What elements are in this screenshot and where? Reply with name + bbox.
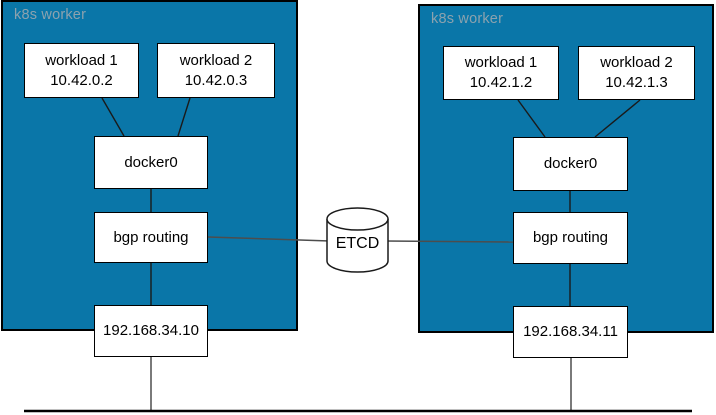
bridge-label: docker0 [543, 155, 598, 172]
host-ip-label: 192.168.34.11 [523, 323, 618, 340]
etcd-cylinder [326, 207, 389, 273]
workload-name: workload 1 [45, 51, 118, 69]
worker-label-right: k8s worker [431, 11, 504, 27]
edge-left-workload2-docker0 [177, 97, 191, 137]
workload-ip: 10.42.1.3 [605, 74, 668, 91]
etcd-label: ETCD [335, 235, 380, 252]
workload-ip: 10.42.0.2 [50, 71, 113, 89]
edge-left-bgp-etcd [207, 236, 331, 242]
node-right-workload1: workload 1 10.42.1.2 [443, 46, 559, 100]
host-ip-label: 192.168.34.10 [103, 322, 199, 339]
workload-ip: 10.42.0.3 [184, 71, 248, 89]
node-right-host-ip: 192.168.34.11 [513, 306, 628, 358]
node-right-workload2: workload 2 10.42.1.3 [578, 46, 695, 100]
node-left-workload1: workload 1 10.42.0.2 [24, 43, 139, 98]
workload-name: workload 2 [600, 54, 673, 71]
node-left-bgp-routing: bgp routing [94, 212, 208, 263]
etcd-cylinder-top [326, 207, 389, 231]
node-left-host-ip: 192.168.34.10 [94, 305, 208, 357]
edge-left-workload1-docker0 [101, 97, 125, 137]
workload-ip: 10.42.1.2 [469, 74, 533, 91]
bridge-label: docker0 [124, 153, 178, 171]
node-left-docker0: docker0 [94, 136, 208, 189]
routing-label: bgp routing [113, 228, 189, 246]
node-right-bgp-routing: bgp routing [513, 212, 628, 264]
worker-label-left: k8s worker [14, 7, 87, 23]
edge-right-workload2-docker0 [594, 99, 641, 138]
edge-right-workload1-docker0 [517, 99, 546, 138]
edge-etcd-right-bgp [384, 240, 514, 243]
workload-name: workload 1 [464, 54, 538, 71]
etcd-cylinder-body [326, 219, 389, 273]
routing-label: bgp routing [532, 229, 609, 246]
workload-name: workload 2 [179, 51, 253, 69]
node-right-docker0: docker0 [513, 137, 628, 191]
node-left-workload2: workload 2 10.42.0.3 [157, 43, 275, 98]
